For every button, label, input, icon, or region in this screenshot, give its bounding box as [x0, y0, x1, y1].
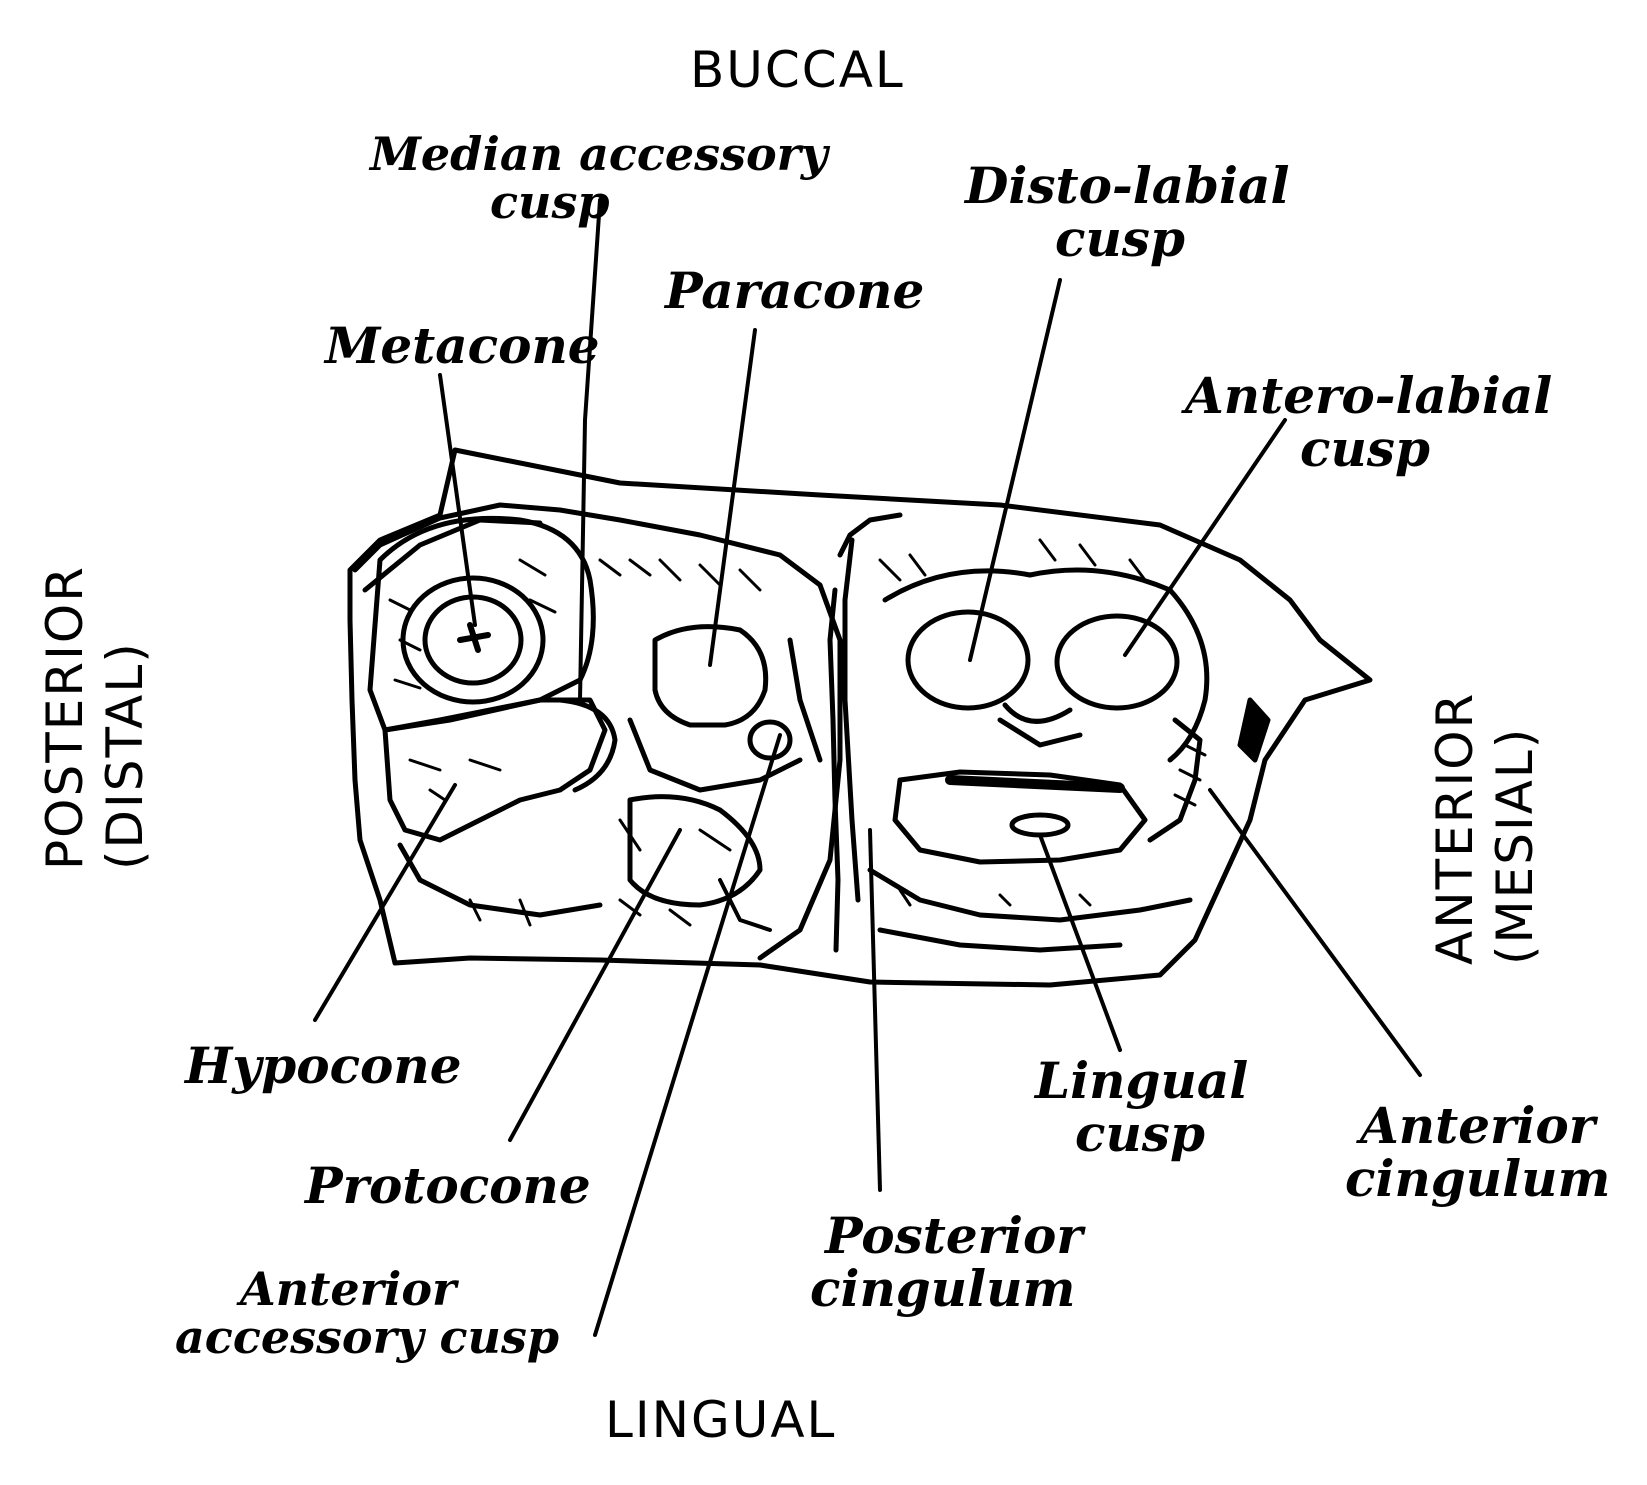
label-paracone: Paracone [665, 265, 924, 318]
leader-disto-labial-cusp [970, 280, 1060, 660]
leader-posterior-cingulum [870, 830, 880, 1190]
orientation-lingual: LINGUAL [605, 1395, 836, 1445]
paracone-cusp [655, 627, 766, 725]
label-antero-labial-cusp: Antero-labial cusp [1185, 370, 1552, 475]
hypocone-cusp [385, 700, 605, 840]
orientation-anterior: ANTERIOR (MESIAL) [1430, 692, 1530, 965]
tooth-divider-2 [845, 540, 858, 900]
label-metacone: Metacone [325, 320, 600, 373]
leader-median-accessory-cusp [580, 200, 600, 700]
label-anterior-cingulum-line2: cingulum [1345, 1153, 1610, 1206]
label-anterior-accessory-cusp-line1: Anterior [175, 1265, 559, 1313]
orientation-posterior: POSTERIOR (DISTAL) [40, 565, 140, 870]
label-posterior-cingulum-line2: cingulum [810, 1263, 1083, 1316]
label-lingual-cusp-line2: cusp [1035, 1108, 1248, 1161]
label-disto-labial-cusp: Disto-labial cusp [965, 160, 1289, 265]
label-posterior-cingulum-line1: Posterior [810, 1210, 1083, 1263]
label-disto-labial-cusp-line1: Disto-labial [965, 160, 1289, 213]
leader-protocone [510, 830, 680, 1140]
label-antero-labial-cusp-line1: Antero-labial [1185, 370, 1552, 423]
label-disto-labial-cusp-line2: cusp [965, 213, 1289, 266]
label-antero-labial-cusp-line2: cusp [1185, 423, 1552, 476]
orientation-buccal: BUCCAL [690, 45, 905, 95]
label-hypocone: Hypocone [185, 1040, 462, 1093]
orientation-posterior-line1: POSTERIOR [40, 565, 90, 870]
orientation-anterior-line2: (MESIAL) [1490, 692, 1540, 965]
label-anterior-accessory-cusp-line2: accessory cusp [175, 1313, 559, 1361]
label-posterior-cingulum: Posterior cingulum [810, 1210, 1083, 1315]
orientation-posterior-line2: (DISTAL) [100, 565, 150, 870]
label-median-accessory-cusp-line1: Median accessory [370, 130, 828, 178]
label-anterior-accessory-cusp: Anterior accessory cusp [175, 1265, 559, 1362]
leader-anterior-cingulum [1210, 790, 1420, 1075]
label-protocone: Protocone [305, 1160, 591, 1213]
posterior-crown [355, 505, 840, 958]
leader-paracone [710, 330, 755, 665]
antero-labial-cusp [1057, 616, 1177, 708]
leader-hypocone [315, 785, 455, 1020]
label-median-accessory-cusp-line2: cusp [370, 178, 828, 226]
label-anterior-cingulum-line1: Anterior [1345, 1100, 1610, 1153]
label-lingual-cusp-line1: Lingual [1035, 1055, 1248, 1108]
label-lingual-cusp: Lingual cusp [1035, 1055, 1248, 1160]
leader-lingual-cusp [1040, 835, 1120, 1050]
label-median-accessory-cusp: Median accessory cusp [370, 130, 828, 227]
label-anterior-cingulum: Anterior cingulum [1345, 1100, 1610, 1205]
orientation-anterior-line1: ANTERIOR [1430, 692, 1480, 965]
